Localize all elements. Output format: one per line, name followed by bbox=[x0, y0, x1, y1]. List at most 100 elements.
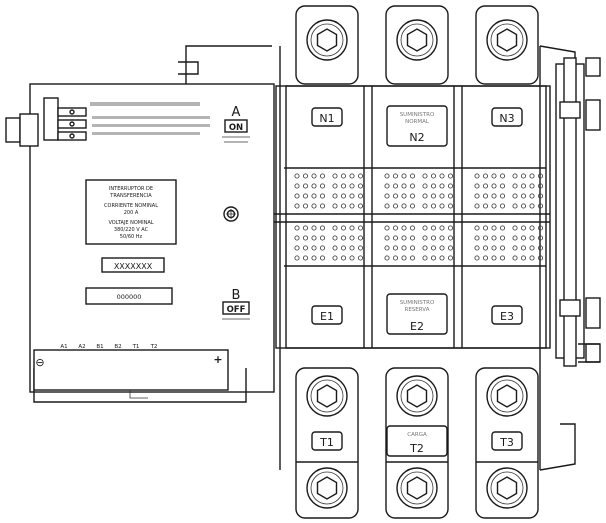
vent-hole bbox=[474, 235, 480, 241]
vent-hole bbox=[302, 245, 308, 251]
switch-b-letter: B bbox=[232, 288, 241, 303]
vent-hole bbox=[340, 235, 346, 241]
vent-hole bbox=[357, 193, 363, 199]
bottom-terminal-bolt bbox=[396, 467, 438, 509]
vent-hole bbox=[521, 173, 527, 179]
vent-hole bbox=[491, 235, 497, 241]
load-caption: CARGA bbox=[407, 432, 427, 438]
top-terminal-bolt bbox=[396, 19, 438, 61]
aux-tab-1 bbox=[57, 107, 87, 117]
vent-hole bbox=[401, 203, 407, 209]
vent-hole bbox=[521, 203, 527, 209]
nameplate-line-5: VOLTAJE NOMINAL bbox=[108, 220, 153, 226]
vent-hole bbox=[491, 245, 497, 251]
vent-hole bbox=[302, 225, 308, 231]
vent-hole bbox=[401, 225, 407, 231]
vent-hole bbox=[512, 193, 518, 199]
vent-hole bbox=[529, 193, 535, 199]
emergency-pole-label: E3 bbox=[500, 310, 514, 323]
vent-hole bbox=[538, 255, 544, 261]
vent-hole bbox=[538, 225, 544, 231]
vent-hole bbox=[294, 245, 300, 251]
vent-hole bbox=[409, 245, 415, 251]
vent-hole bbox=[294, 193, 300, 199]
vent-hole bbox=[430, 255, 436, 261]
vent-hole bbox=[430, 245, 436, 251]
vent-hole bbox=[474, 225, 480, 231]
vent-hole bbox=[294, 173, 300, 179]
vent-hole bbox=[392, 183, 398, 189]
vent-hole bbox=[349, 193, 355, 199]
vent-hole bbox=[491, 255, 497, 261]
vent-hole bbox=[447, 193, 453, 199]
vent-hole bbox=[499, 173, 505, 179]
vent-hole bbox=[409, 203, 415, 209]
vent-hole bbox=[401, 183, 407, 189]
vent-hole bbox=[474, 173, 480, 179]
aux-tab-2 bbox=[57, 119, 87, 129]
bottom-terminal-bolt bbox=[486, 375, 528, 417]
vent-hole bbox=[512, 173, 518, 179]
vent-hole bbox=[521, 225, 527, 231]
vent-hole bbox=[538, 235, 544, 241]
vent-hole bbox=[482, 203, 488, 209]
hex-nut bbox=[316, 384, 338, 408]
vent-hole bbox=[499, 245, 505, 251]
vent-hole bbox=[392, 203, 398, 209]
bottom-terminal-bolt bbox=[306, 375, 348, 417]
vent-hole bbox=[392, 193, 398, 199]
vent-hole bbox=[311, 255, 317, 261]
emergency-pole-label: E2 bbox=[410, 320, 424, 333]
vent-hole bbox=[409, 235, 415, 241]
vent-hole bbox=[302, 183, 308, 189]
vent-hole bbox=[430, 235, 436, 241]
vent-hole bbox=[482, 193, 488, 199]
top-terminal-lug bbox=[475, 5, 539, 85]
model-label: 000000 bbox=[117, 293, 142, 301]
vent-hole bbox=[311, 193, 317, 199]
vent-hole bbox=[439, 235, 445, 241]
load-label-box bbox=[311, 431, 343, 451]
control-module: A ON INTERRUPTOR DE TRANSFERENCIA CORRIE… bbox=[5, 45, 275, 403]
vent-hole bbox=[482, 183, 488, 189]
normal-pole-label: N1 bbox=[319, 112, 334, 125]
terminal-label: T2 bbox=[150, 344, 158, 350]
vent-hole bbox=[340, 203, 346, 209]
normal-source-caption: SUMINISTRO bbox=[400, 112, 435, 118]
vent-hole bbox=[422, 225, 428, 231]
vent-hole bbox=[474, 255, 480, 261]
vent-hole bbox=[521, 255, 527, 261]
vent-hole bbox=[349, 235, 355, 241]
vent-hole bbox=[384, 225, 390, 231]
vent-hole bbox=[302, 193, 308, 199]
vent-hole bbox=[302, 173, 308, 179]
serial-label: XXXXXXX bbox=[114, 262, 153, 271]
handle-base bbox=[19, 113, 39, 147]
vent-hole bbox=[349, 225, 355, 231]
vent-hole bbox=[529, 225, 535, 231]
vent-hole bbox=[529, 173, 535, 179]
vent-hole bbox=[521, 183, 527, 189]
poles: N1E1T1N2E2T2N3E3T3SUMINISTRONORMALSUMINI… bbox=[294, 5, 544, 519]
terminal-label: T1 bbox=[132, 344, 140, 350]
pole-frame bbox=[274, 46, 551, 470]
vent-hole bbox=[311, 173, 317, 179]
vent-hole bbox=[340, 245, 346, 251]
vent-hole bbox=[384, 203, 390, 209]
serial-label-box bbox=[101, 257, 165, 273]
hex-nut bbox=[406, 384, 428, 408]
vent-hole bbox=[384, 183, 390, 189]
side-rail bbox=[539, 45, 601, 471]
terminal-polarity-left: ⊖ bbox=[35, 356, 44, 369]
emergency-source-label-box bbox=[386, 293, 448, 335]
vent-hole bbox=[499, 203, 505, 209]
vent-hole bbox=[392, 255, 398, 261]
top-bracket bbox=[185, 45, 272, 84]
hex-nut bbox=[496, 476, 518, 500]
vent-hole bbox=[340, 183, 346, 189]
vent-hole bbox=[349, 173, 355, 179]
terminal-block: ⊖ + A1 A2 B1 B2 T1 T2 bbox=[33, 344, 229, 399]
vent-hole bbox=[512, 183, 518, 189]
